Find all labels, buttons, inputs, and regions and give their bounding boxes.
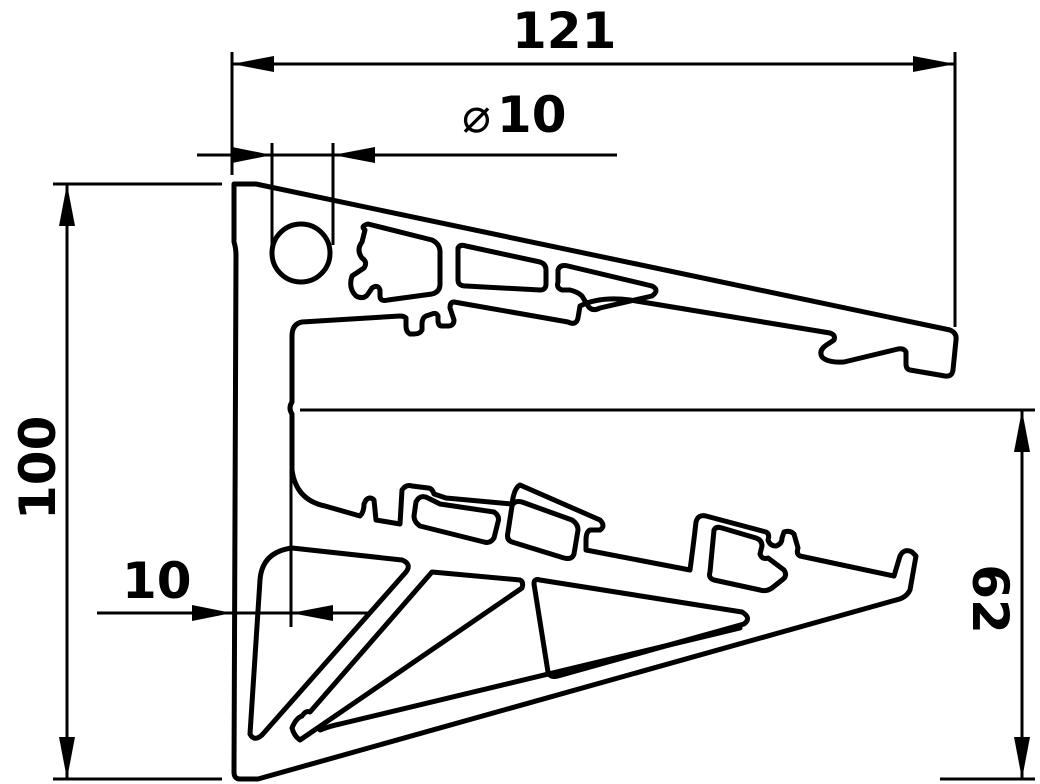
dimension-label-overall-width: 121 [512, 2, 617, 60]
dimension-100 [53, 182, 222, 781]
dimension-label-hole-diameter: ⌀10 [462, 90, 567, 140]
dimension-label-lower-height: 62 [961, 564, 1019, 634]
dimension-diameter-10 [197, 143, 617, 258]
dimension-label-wall-offset: 10 [122, 552, 192, 610]
dimension-label-overall-height: 100 [9, 415, 67, 520]
dimension-62 [300, 408, 1035, 781]
diameter-value: 10 [496, 86, 567, 144]
diameter-symbol-icon: ⌀ [462, 88, 491, 144]
profile-outline [231, 181, 959, 782]
dimension-121 [230, 52, 957, 327]
